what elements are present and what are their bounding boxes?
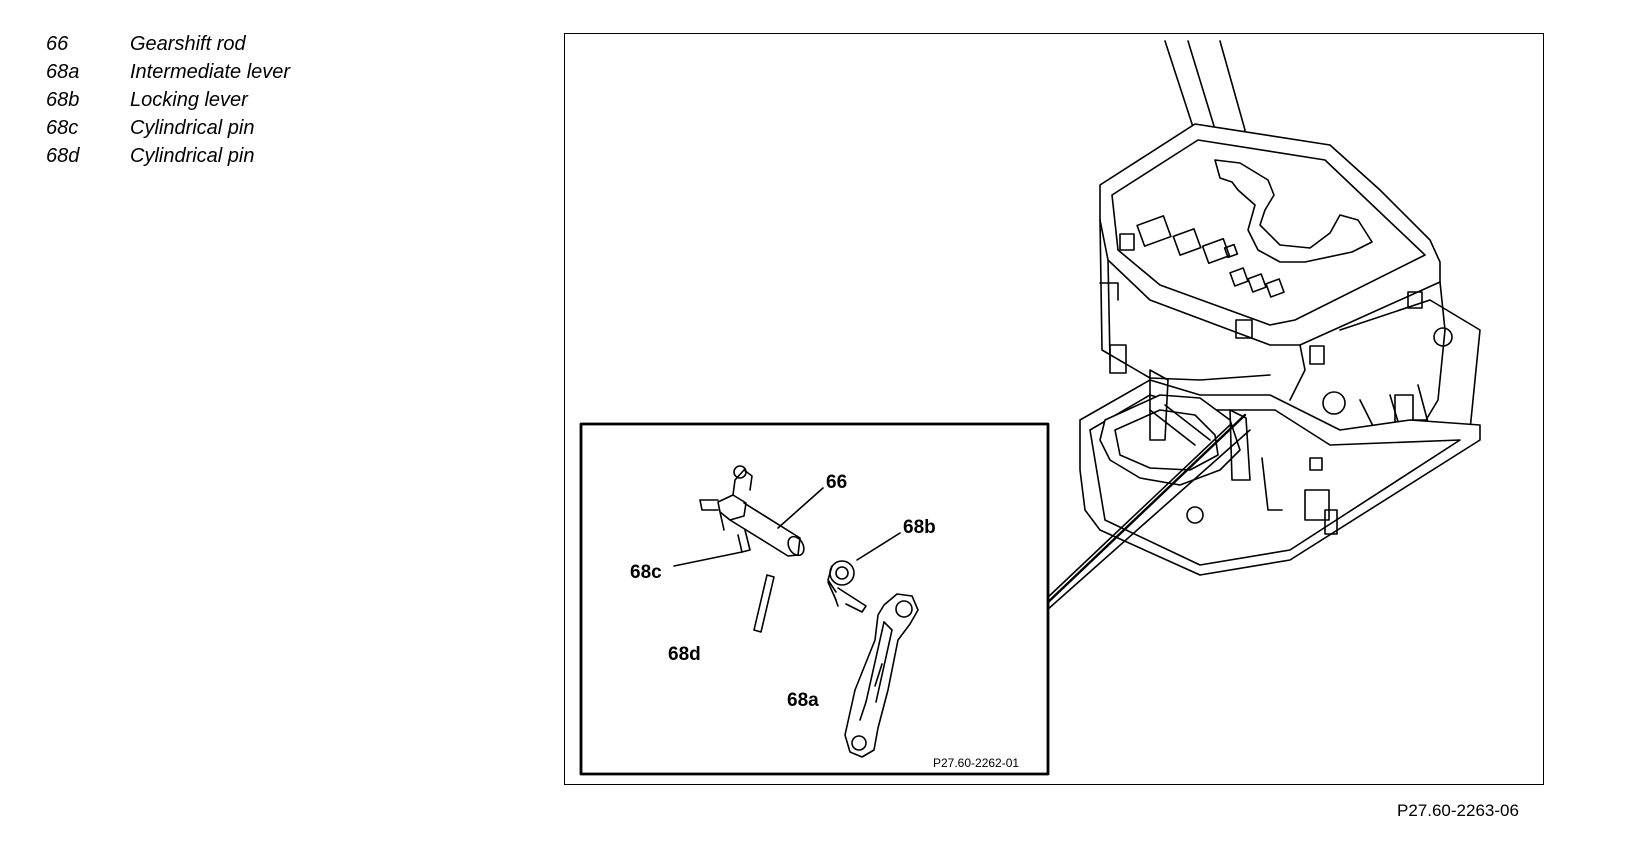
callout-68c: 68c xyxy=(630,562,662,583)
legend-row: 68d Cylindrical pin xyxy=(46,142,290,170)
detail-pointer xyxy=(1043,413,1251,611)
legend-label: Cylindrical pin xyxy=(130,116,255,139)
legend-number: 66 xyxy=(46,32,69,55)
legend-number: 68a xyxy=(46,60,80,83)
callout-68a: 68a xyxy=(787,690,819,711)
inset-figure-code: P27.60-2262-01 xyxy=(933,756,1019,770)
legend-number: 68d xyxy=(46,144,80,167)
figure-code: P27.60-2263-06 xyxy=(1397,801,1519,820)
legend-label: Intermediate lever xyxy=(130,60,291,83)
figure-frame xyxy=(564,33,1544,785)
inset-frame xyxy=(579,422,1050,776)
legend-number: 68b xyxy=(46,88,80,111)
legend-number: 68c xyxy=(46,116,79,139)
legend-row: 68c Cylindrical pin xyxy=(46,114,290,142)
selector-housing-drawing xyxy=(1079,40,1481,576)
legend-row: 68b Locking lever xyxy=(46,86,290,114)
legend-row: 68a Intermediate lever xyxy=(46,58,290,86)
callout-68b: 68b xyxy=(903,517,936,538)
inset-parts-drawing xyxy=(699,465,919,758)
callout-68d: 68d xyxy=(668,644,701,665)
legend-label: Cylindrical pin xyxy=(130,144,255,167)
callout-leaders xyxy=(673,487,901,687)
legend-label: Locking lever xyxy=(130,88,248,111)
callout-66: 66 xyxy=(826,472,847,493)
legend: 66 Gearshift rod 68a Intermediate lever … xyxy=(46,30,290,170)
legend-label: Gearshift rod xyxy=(130,32,246,55)
legend-row: 66 Gearshift rod xyxy=(46,30,290,58)
